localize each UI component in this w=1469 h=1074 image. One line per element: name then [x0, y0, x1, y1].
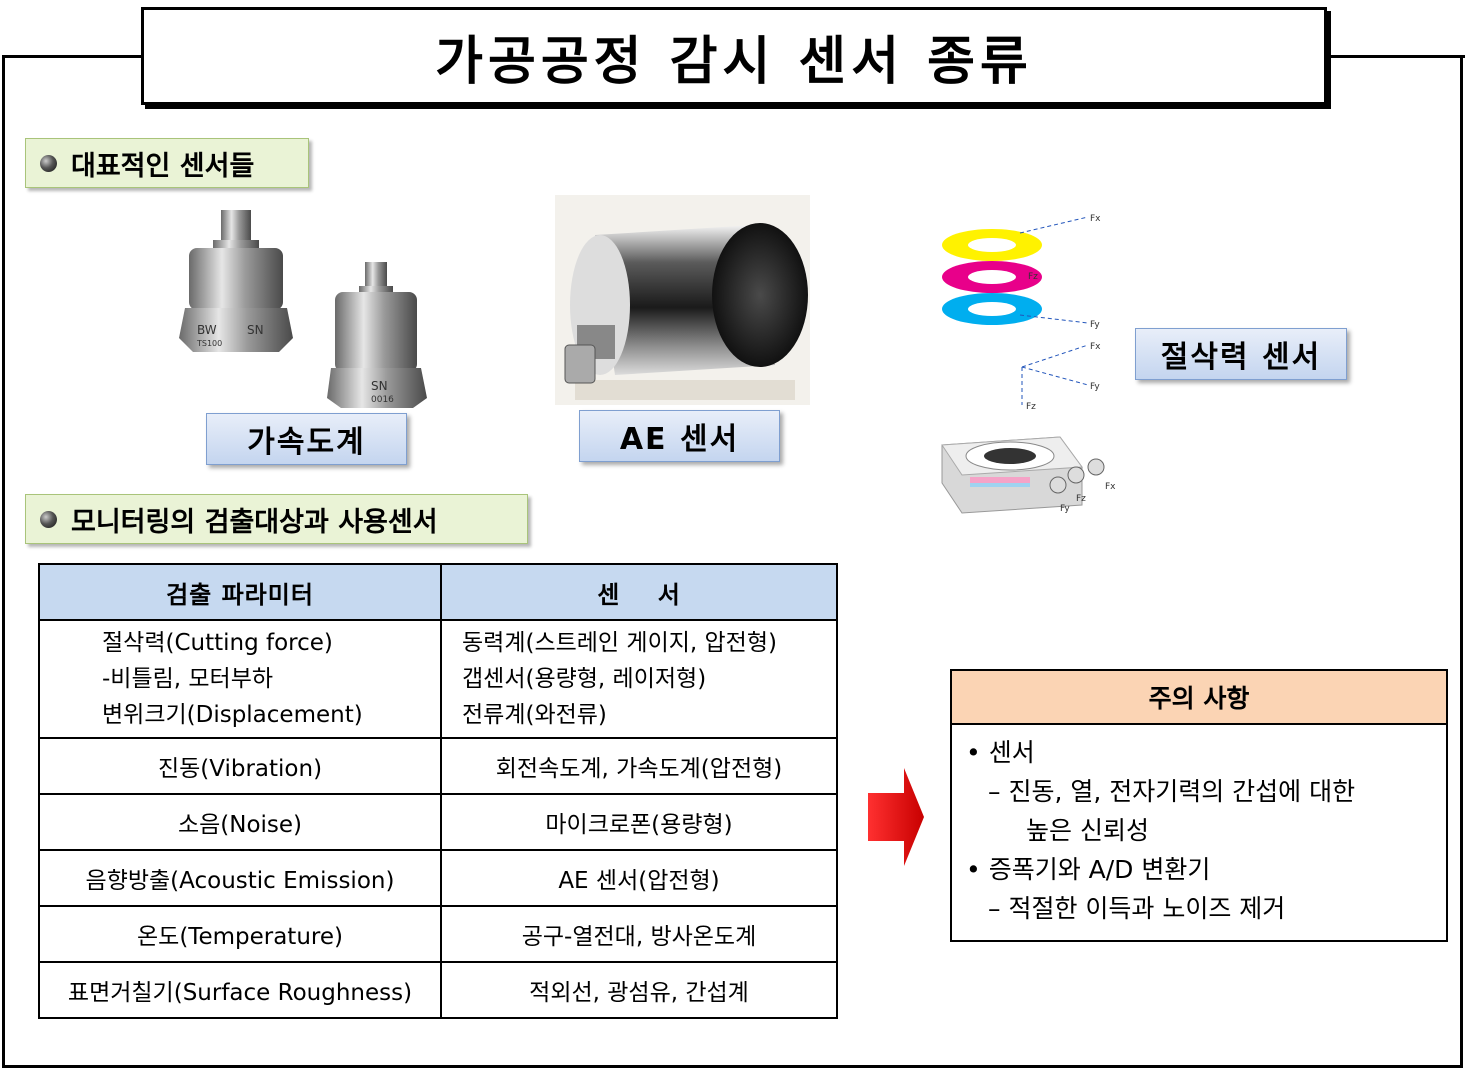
sensor-marking-sn-2: SN — [371, 379, 388, 393]
notes-body: • 센서 – 진동, 열, 전자기력의 간섭에 대한 높은 신뢰성 • 증폭기와… — [952, 725, 1446, 928]
force-sensor-diagram: Fx Fz Fy Fx Fy Fz Fz Fx Fy — [941, 214, 1116, 514]
header-parameter: 검출 파라미터 — [38, 563, 442, 621]
label-fx-top: Fx — [1090, 214, 1101, 224]
notes-box: 주의 사항 • 센서 – 진동, 열, 전자기력의 간섭에 대한 높은 신뢰성 … — [950, 669, 1448, 942]
right-arrow-icon — [868, 768, 924, 866]
sensor-cell: 회전속도계, 가속도계(압전형) — [440, 737, 838, 795]
table-row: 음향방출(Acoustic Emission) AE 센서(압전형) — [38, 849, 838, 907]
ae-sensor-image — [555, 195, 810, 405]
sensor-marking-bw: BW — [197, 323, 217, 337]
slide-title: 가공공정 감시 센서 종류 — [141, 7, 1327, 105]
sensor-marking-sn: SN — [247, 323, 264, 337]
label-fz-mid: Fz — [1026, 402, 1036, 412]
label-fx-mid: Fx — [1090, 342, 1101, 352]
frame-top-left-line — [2, 55, 144, 58]
table-row: 표면거칠기(Surface Roughness) 적외선, 광섬유, 간섭계 — [38, 961, 838, 1019]
table-row: 진동(Vibration) 회전속도계, 가속도계(압전형) — [38, 737, 838, 795]
param-line: 절삭력(Cutting force) — [102, 630, 333, 656]
caption-ae-sensor: AE 센서 — [579, 410, 780, 462]
table-row: 온도(Temperature) 공구-열전대, 방사온도계 — [38, 905, 838, 963]
label-fz-base: Fz — [1076, 494, 1086, 504]
param-line: 변위크기(Displacement) — [102, 702, 363, 728]
sensor-cell: AE 센서(압전형) — [440, 849, 838, 907]
section-label-text: 모니터링의 검출대상과 사용센서 — [71, 506, 438, 538]
label-fx-base: Fx — [1105, 482, 1116, 492]
label-fy-base: Fy — [1060, 504, 1070, 514]
sensor-table: 검출 파라미터 센 서 절삭력(Cutting force) -비틀림, 모터부… — [38, 563, 838, 1019]
bullet-ball-icon — [40, 154, 57, 172]
sensor-cell: 공구-열전대, 방사온도계 — [440, 905, 838, 963]
frame-top-right-line — [1326, 55, 1465, 58]
notes-line: – 적절한 이득과 노이즈 제거 — [988, 894, 1286, 923]
param-cell: 진동(Vibration) — [38, 737, 442, 795]
sensor-line: 갭센서(용량형, 레이저형) — [462, 666, 707, 692]
label-fy-ring: Fy — [1090, 320, 1100, 330]
sensor-marking-serial: 0016 — [371, 395, 394, 405]
notes-line: – 진동, 열, 전자기력의 간섭에 대한 — [988, 777, 1356, 806]
notes-line: • 증폭기와 A/D 변환기 — [966, 855, 1211, 884]
caption-accelerometer: 가속도계 — [206, 413, 407, 465]
section-label-representative-sensors: 대표적인 센서들 — [25, 138, 309, 188]
param-cell: 온도(Temperature) — [38, 905, 442, 963]
sensor-cell: 마이크로폰(용량형) — [440, 793, 838, 851]
section-label-text: 대표적인 센서들 — [71, 150, 255, 182]
label-fz-ring: Fz — [1028, 272, 1038, 282]
table-row: 소음(Noise) 마이크로폰(용량형) — [38, 793, 838, 851]
param-cell: 표면거칠기(Surface Roughness) — [38, 961, 442, 1019]
param-cell: 절삭력(Cutting force) -비틀림, 모터부하 변위크기(Displ… — [38, 619, 442, 739]
notes-line: 높은 신뢰성 — [1026, 816, 1149, 845]
notes-line: • 센서 — [966, 738, 1035, 767]
accelerometer-image: BW TS100 SN SN 0016 — [179, 210, 427, 408]
param-cell: 소음(Noise) — [38, 793, 442, 851]
label-fy-mid: Fy — [1090, 382, 1100, 392]
sensor-marking-model: TS100 — [196, 339, 222, 348]
section-label-monitoring-targets: 모니터링의 검출대상과 사용센서 — [25, 494, 528, 544]
param-cell: 음향방출(Acoustic Emission) — [38, 849, 442, 907]
notes-header: 주의 사항 — [952, 671, 1446, 725]
sensor-line: 동력계(스트레인 게이지, 압전형) — [462, 630, 777, 656]
param-line: -비틀림, 모터부하 — [102, 666, 274, 692]
sensor-cell: 동력계(스트레인 게이지, 압전형) 갭센서(용량형, 레이저형) 전류계(와전… — [440, 619, 838, 739]
sensor-cell: 적외선, 광섬유, 간섭계 — [440, 961, 838, 1019]
table-row: 절삭력(Cutting force) -비틀림, 모터부하 변위크기(Displ… — [38, 619, 838, 739]
sensor-line: 전류계(와전류) — [462, 702, 607, 728]
table-header-row: 검출 파라미터 센 서 — [38, 563, 838, 621]
bullet-ball-icon — [40, 510, 57, 528]
header-sensor: 센 서 — [440, 563, 838, 621]
caption-force-sensor: 절삭력 센서 — [1135, 328, 1347, 380]
slide-frame — [2, 55, 1463, 1068]
